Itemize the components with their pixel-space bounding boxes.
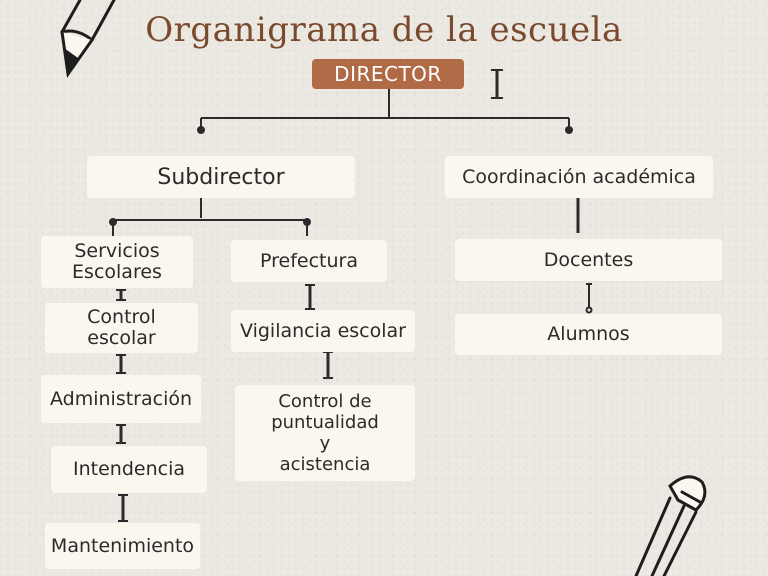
pencil-icon-top [60, 0, 116, 78]
coordinacion-box: Coordinación académica [445, 156, 713, 198]
servicios-escolares-box: Servicios Escolares [41, 236, 193, 288]
director-box: DIRECTOR [312, 59, 464, 89]
alumnos-box: Alumnos [455, 314, 722, 355]
administracion-box: Administración [41, 375, 201, 423]
mantenimiento-box: Mantenimiento [45, 523, 200, 569]
subdirector-box: Subdirector [87, 156, 355, 198]
intendencia-box: Intendencia [51, 446, 207, 493]
pencil-icon-bottom [634, 475, 707, 576]
prefectura-box: Prefectura [231, 240, 387, 282]
docentes-box: Docentes [455, 239, 722, 281]
vigilancia-escolar-box: Vigilancia escolar [231, 310, 415, 352]
control-puntualidad-box: Control de puntualidad y acistencia [235, 385, 415, 481]
page-title: Organigrama de la escuela [145, 10, 623, 50]
control-escolar-box: Control escolar [45, 303, 198, 353]
